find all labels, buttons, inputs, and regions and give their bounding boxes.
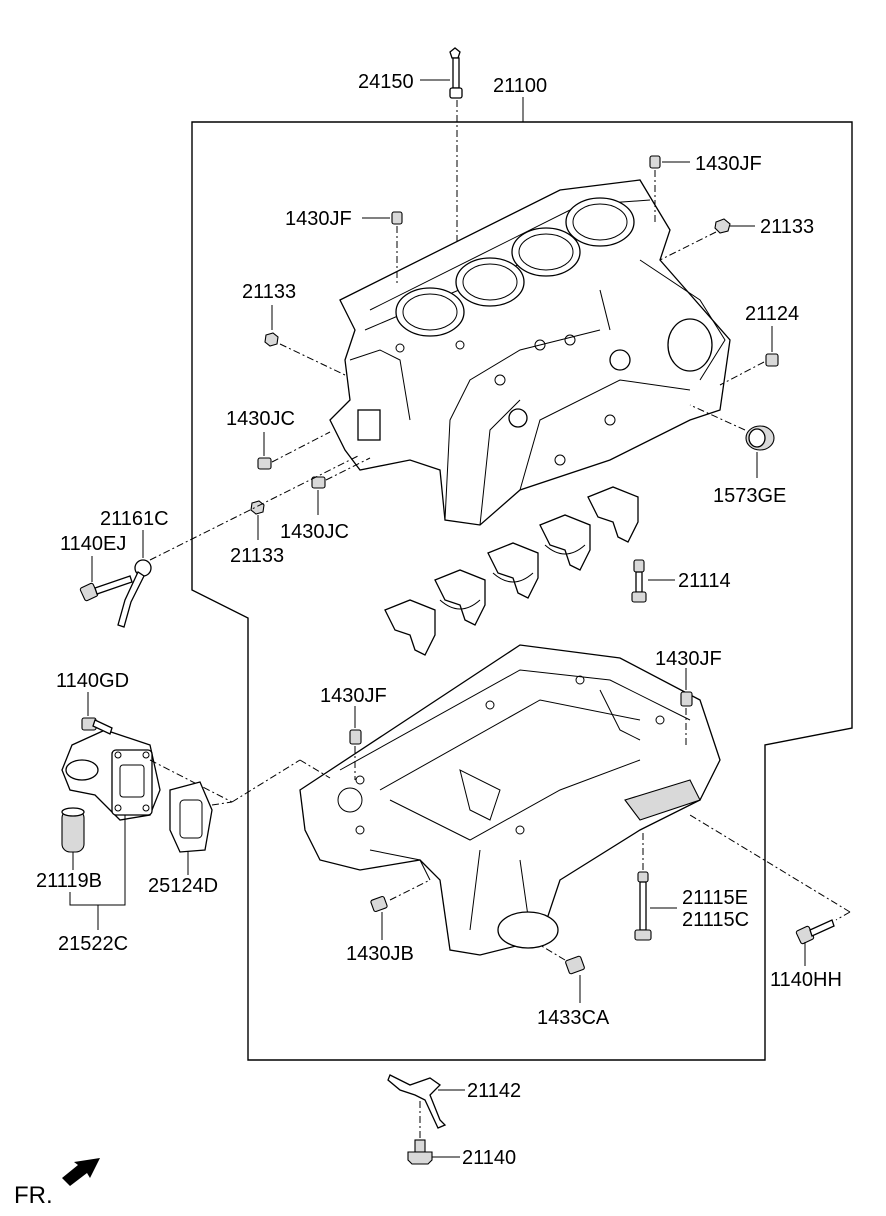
dowel-1430JF-pan-left [349,706,362,780]
label-1430JC-a: 1430JC [226,408,295,430]
oil-jet-21161C [117,454,361,628]
bolt-1140GD [81,692,113,735]
gasket-25124D [169,759,331,875]
label-21115C: 21115C [682,909,749,931]
drain-21142 [387,1074,465,1129]
bolt-1140EJ [79,556,133,602]
label-1430JF-d: 1430JF [320,685,387,707]
label-21119B: 21119B [36,870,102,892]
bracket-21522C [69,815,126,930]
label-fr: FR. [14,1182,53,1209]
front-arrow-icon [62,1158,100,1186]
label-1140GD: 1140GD [56,670,129,692]
label-21133-a: 21133 [760,216,814,238]
seal-1573GE [689,404,775,478]
label-1430JB: 1430JB [346,943,414,965]
label-21100: 21100 [493,75,547,97]
dowel-1430JC-bottom [311,457,371,515]
plug-21133-right [659,218,755,261]
dowel-1433CA [539,944,585,1003]
dowel-1430JB [370,879,431,940]
label-21133-c: 21133 [230,545,284,567]
filter-21119B [61,807,85,870]
plug-21133-left [264,305,346,376]
label-1430JC-b: 1430JC [280,521,349,543]
label-21133-b: 21133 [242,281,296,303]
plug-21124 [719,326,779,386]
label-1573GE: 1573GE [713,485,786,507]
bolt-21115 [634,830,677,941]
label-1433CA: 1433CA [537,1007,610,1029]
label-1140HH: 1140HH [770,969,842,991]
label-1140EJ: 1140EJ [60,533,126,555]
bolt-1140HH [689,814,851,966]
bolt-21114 [631,559,675,603]
assembly-frame [191,121,853,1061]
oil-filter-housing [61,729,233,821]
bearing-caps [384,486,639,656]
plug-21140 [407,1100,460,1165]
label-21124: 21124 [745,303,799,325]
label-21140: 21140 [462,1147,516,1169]
label-1430JF-b: 1430JF [285,208,352,230]
label-1430JF-a: 1430JF [695,153,762,175]
label-21115E: 21115E [682,887,748,909]
label-21161C: 21161C [100,508,169,530]
label-21142: 21142 [467,1080,521,1102]
dowel-1430JF-left [362,211,403,285]
plug-21133-bottom [250,500,265,540]
cylinder-block [329,179,731,526]
label-1430JF-c: 1430JF [655,648,722,670]
label-21522C: 21522C [58,933,128,955]
dowel-1430JC-left [257,431,331,470]
lower-crankcase [299,644,721,956]
label-21114: 21114 [678,570,731,592]
label-24150: 24150 [358,71,414,93]
dowel-1430JF-pan-right [680,668,693,745]
label-25124D: 25124D [148,875,218,897]
dowel-1430JF-top [649,155,690,225]
